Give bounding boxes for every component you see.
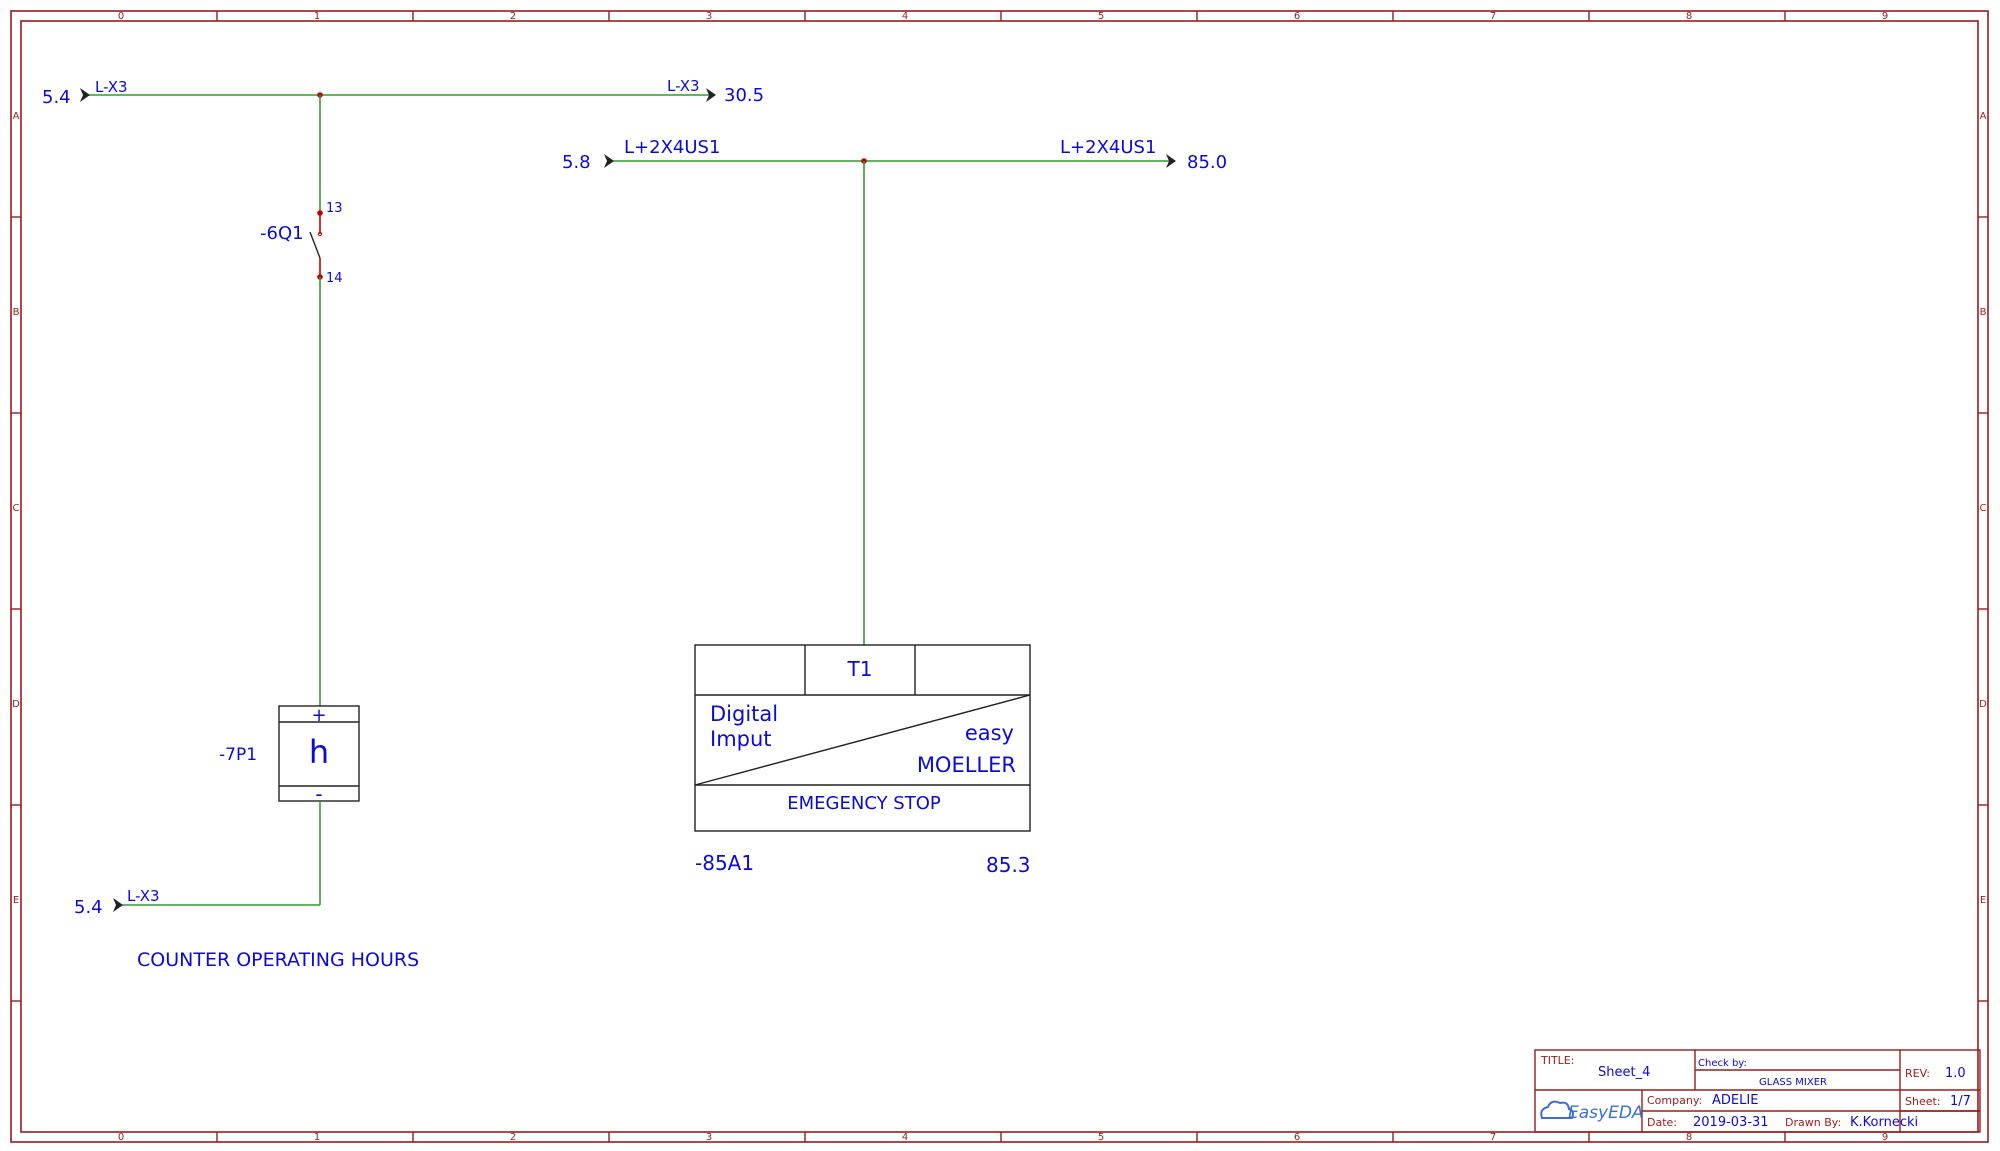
company-value: ADELIE bbox=[1712, 1093, 1758, 1108]
column-labels-top: 0 1 2 3 4 5 6 7 8 9 bbox=[118, 11, 1888, 22]
switch-blade bbox=[309, 231, 321, 259]
counter-designator: -7P1 bbox=[219, 745, 257, 765]
column-label: 3 bbox=[706, 1132, 712, 1143]
rail-mid: 5.8 L+2X4US1 L+2X4US1 85.0 bbox=[562, 137, 1227, 645]
cross-ref-left: 5.4 bbox=[42, 87, 71, 108]
column-label: 3 bbox=[706, 11, 712, 22]
sheet-title: Sheet_4 bbox=[1598, 1065, 1650, 1080]
net-port-arrow-icon[interactable] bbox=[604, 154, 614, 168]
column-label: 0 bbox=[118, 11, 124, 22]
column-label: 1 bbox=[314, 1132, 320, 1143]
column-label: 8 bbox=[1686, 11, 1692, 22]
row-label: A bbox=[13, 111, 20, 122]
module-cross-ref: 85.3 bbox=[986, 853, 1031, 877]
project-name: GLASS MIXER bbox=[1759, 1077, 1827, 1088]
cross-ref-left: 5.4 bbox=[74, 897, 103, 918]
sheet-value: 1/7 bbox=[1950, 1094, 1971, 1109]
pin-dot bbox=[317, 231, 323, 237]
counter-minus: - bbox=[315, 782, 322, 806]
module-brand-line2: MOELLER bbox=[917, 753, 1016, 777]
digital-input-module[interactable]: T1 Digital Imput easy MOELLER EMEGENCY S… bbox=[694, 644, 1031, 832]
row-label: C bbox=[13, 503, 20, 514]
company-label: Company: bbox=[1647, 1094, 1702, 1107]
net-label-right: L+2X4US1 bbox=[1060, 137, 1156, 158]
module-text-line2: Imput bbox=[710, 727, 772, 751]
row-label: A bbox=[1980, 111, 1987, 122]
switch-pin-top: 13 bbox=[326, 201, 343, 216]
net-port-arrow-icon[interactable] bbox=[80, 88, 90, 102]
net-label-left: L-X3 bbox=[127, 887, 160, 905]
cross-ref-right: 85.0 bbox=[1187, 152, 1227, 173]
row-label: D bbox=[12, 699, 20, 710]
cross-ref-left: 5.8 bbox=[562, 152, 591, 173]
module-header: T1 bbox=[847, 657, 873, 681]
date-label: Date: bbox=[1647, 1116, 1677, 1129]
column-label: 1 bbox=[314, 11, 320, 22]
hour-counter[interactable]: + h - bbox=[278, 705, 360, 806]
easyeda-logo: EasyEDA bbox=[1540, 1100, 1644, 1123]
switch-pin-bottom: 14 bbox=[326, 271, 343, 286]
column-label: 0 bbox=[118, 1132, 124, 1143]
drawn-label: Drawn By: bbox=[1785, 1116, 1841, 1129]
column-label: 8 bbox=[1686, 1132, 1692, 1143]
module-brand-line1: easy bbox=[965, 721, 1014, 745]
net-label-left: L+2X4US1 bbox=[624, 137, 720, 158]
column-label: 7 bbox=[1490, 11, 1496, 22]
title-block: TITLE: Sheet_4 Check by: GLASS MIXER REV… bbox=[1534, 1049, 1981, 1133]
cross-ref-right: 30.5 bbox=[724, 85, 764, 106]
row-label: D bbox=[1979, 699, 1987, 710]
column-label: 4 bbox=[902, 11, 908, 22]
cloud-logo-icon bbox=[1540, 1100, 1574, 1119]
title-label: TITLE: bbox=[1540, 1054, 1574, 1067]
column-label: 6 bbox=[1294, 1132, 1300, 1143]
module-designator: -85A1 bbox=[695, 851, 754, 875]
counter-caption: COUNTER OPERATING HOURS bbox=[137, 949, 419, 971]
column-label: 7 bbox=[1490, 1132, 1496, 1143]
row-label: B bbox=[1980, 307, 1987, 318]
drawing-frame bbox=[10, 10, 1989, 1143]
column-label: 5 bbox=[1098, 1132, 1104, 1143]
column-labels-bottom: 0 1 2 3 4 5 6 7 8 9 bbox=[118, 1132, 1888, 1143]
switch-designator: -6Q1 bbox=[260, 223, 304, 244]
column-label: 2 bbox=[510, 1132, 516, 1143]
net-port-arrow-icon[interactable] bbox=[113, 898, 123, 912]
row-labels-right: A B C D E bbox=[1979, 111, 1987, 906]
column-label: 4 bbox=[902, 1132, 908, 1143]
rev-value: 1.0 bbox=[1945, 1066, 1966, 1081]
module-text-line1: Digital bbox=[710, 702, 778, 726]
net-port-arrow-icon[interactable] bbox=[1166, 154, 1176, 168]
row-label: B bbox=[13, 307, 20, 318]
counter-branch: 13 14 -6Q1 + h - -7P1 5.4 L-X3 COUNTER O… bbox=[74, 95, 419, 971]
pin-dot bbox=[317, 210, 323, 216]
drawn-value: K.Kornecki bbox=[1850, 1115, 1918, 1130]
rail-top: 5.4 L-X3 L-X3 30.5 bbox=[42, 77, 764, 108]
column-label: 9 bbox=[1882, 1132, 1888, 1143]
net-port-arrow-icon[interactable] bbox=[706, 88, 716, 102]
row-label: E bbox=[1980, 895, 1986, 906]
column-label: 2 bbox=[510, 11, 516, 22]
logo-text: EasyEDA bbox=[1568, 1103, 1644, 1123]
row-label: C bbox=[1980, 503, 1987, 514]
row-label: E bbox=[13, 895, 19, 906]
column-label: 9 bbox=[1882, 11, 1888, 22]
rev-label: REV: bbox=[1905, 1067, 1930, 1080]
counter-plus: + bbox=[311, 705, 326, 726]
row-labels-left: A B C D E bbox=[12, 111, 20, 906]
net-label-right: L-X3 bbox=[667, 77, 700, 95]
net-label-left: L-X3 bbox=[95, 78, 128, 96]
column-label: 5 bbox=[1098, 11, 1104, 22]
column-label: 6 bbox=[1294, 11, 1300, 22]
check-label: Check by: bbox=[1698, 1058, 1747, 1069]
counter-symbol: h bbox=[309, 733, 329, 771]
module-footer: EMEGENCY STOP bbox=[787, 793, 941, 814]
date-value: 2019-03-31 bbox=[1693, 1115, 1769, 1130]
sheet-label: Sheet: bbox=[1905, 1095, 1941, 1108]
